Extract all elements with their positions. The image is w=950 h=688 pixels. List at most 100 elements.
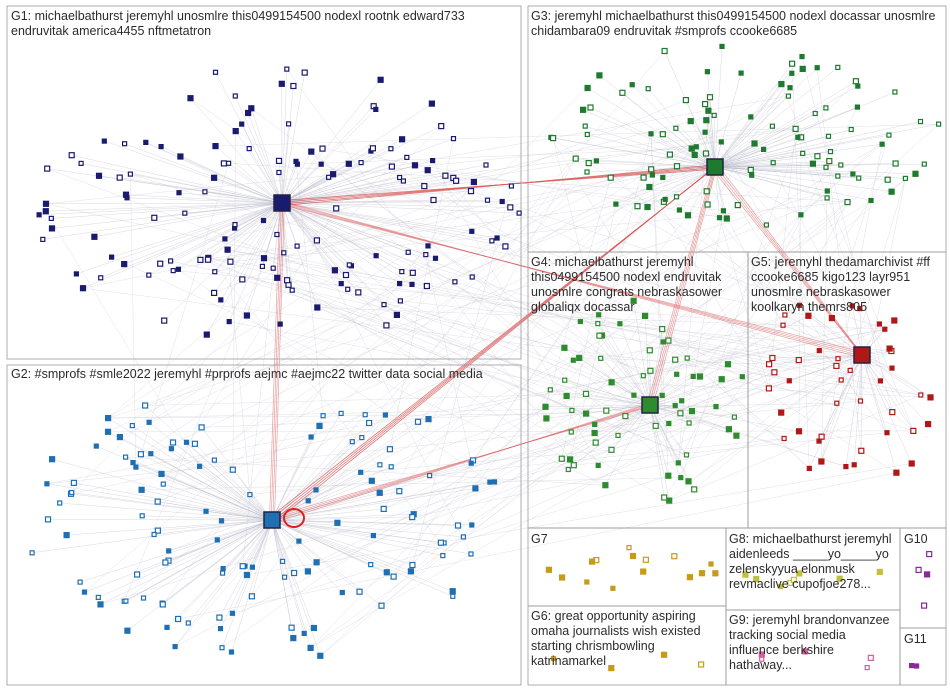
edge [714,73,792,168]
edge [649,329,663,406]
node-g1 [432,255,439,261]
highlight-edge [648,167,715,405]
edge [271,414,366,521]
group-box-g7 [527,527,727,607]
edge [271,519,292,628]
node-g4 [688,408,696,415]
edge [861,354,931,398]
edge [598,404,651,466]
edge [242,234,278,567]
node-g1 [68,152,75,159]
node-g11 [913,663,920,669]
edge [381,201,848,606]
edge [47,519,273,521]
highlight-edge [713,167,862,355]
highlight-edge [272,202,284,521]
edge [271,519,374,536]
node-g1 [397,298,403,304]
node-g5 [786,378,792,384]
node-g3 [789,70,795,76]
edge [45,203,921,396]
node-g5 [857,398,864,404]
node-g2 [140,595,147,601]
edge [271,513,414,521]
node-g1 [409,281,415,287]
edge [201,427,273,521]
node-g4 [665,472,672,479]
node-g4 [598,355,604,361]
node-g3 [935,121,942,127]
node-g3 [704,69,711,75]
node-g3 [701,100,709,108]
node-g1 [222,236,228,242]
edge [80,519,273,583]
edge [130,174,137,468]
node-g2 [307,644,314,652]
edge [213,202,283,294]
edge [570,380,790,460]
edge [94,202,283,238]
edge [119,186,650,438]
edge [680,413,846,467]
node-g2 [280,558,286,565]
edge [688,350,892,482]
node-g4 [608,446,615,453]
group-box-g2 [6,364,522,686]
edge [714,143,883,168]
edge [107,431,273,521]
node-g4 [615,432,621,438]
node-g3 [747,166,754,173]
node-g1 [507,204,514,211]
edge [861,354,929,425]
node-g1 [484,197,491,203]
node-g2 [468,460,474,466]
node-g4 [718,376,725,383]
edge [281,79,381,204]
node-g5 [782,312,788,318]
node-g2 [183,439,190,445]
node-g5 [893,469,900,476]
node-g2 [427,473,433,479]
group-box-g8 [725,527,901,611]
edge [241,123,283,204]
node-g5 [889,409,896,416]
edge [108,413,587,419]
node-g1 [161,317,168,324]
edge [505,246,687,456]
node-g3 [703,117,710,124]
edge [125,315,646,602]
node-g2 [162,559,169,566]
edge [163,169,652,485]
node-g4 [677,410,684,417]
edge [271,415,324,521]
edge [230,202,283,262]
edge [190,98,283,204]
node-g2 [334,519,341,526]
node-g2 [217,625,224,632]
edge [271,508,384,521]
edge [281,160,433,204]
node-g1 [326,174,332,180]
edge [271,519,305,634]
node-g3 [785,93,792,99]
node-g3 [660,174,666,181]
edge [550,137,717,407]
edge [281,202,506,247]
node-g1 [284,66,290,72]
node-g1 [232,128,239,135]
edge [649,363,729,406]
node-g2 [239,563,246,570]
node-g2 [216,614,223,621]
node-g1 [108,254,115,260]
edge [685,100,716,168]
node-g3 [854,104,861,110]
node-g3 [716,215,723,221]
node-g2 [460,534,466,540]
edge [769,354,863,365]
edge [714,166,802,216]
node-g4 [640,373,646,379]
highlight-edge [712,169,860,353]
node-g1 [502,243,509,250]
node-g1 [373,106,379,113]
node-g1 [469,274,475,280]
